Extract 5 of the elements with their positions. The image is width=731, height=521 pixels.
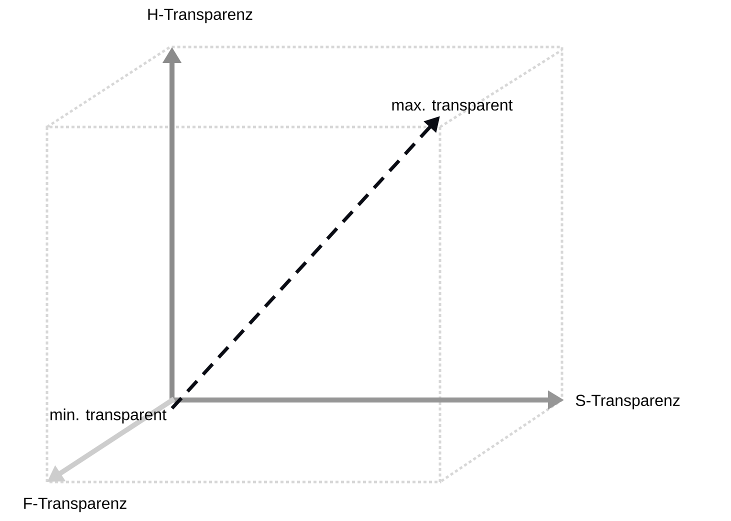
axis-label: H-Transparenz [148,8,252,24]
point-label: min. transparent [50,408,166,424]
axis-label: F-Transparenz [24,498,126,512]
axis-label: S-Transparenz [576,394,680,410]
point-label: max. transparent [392,100,513,114]
